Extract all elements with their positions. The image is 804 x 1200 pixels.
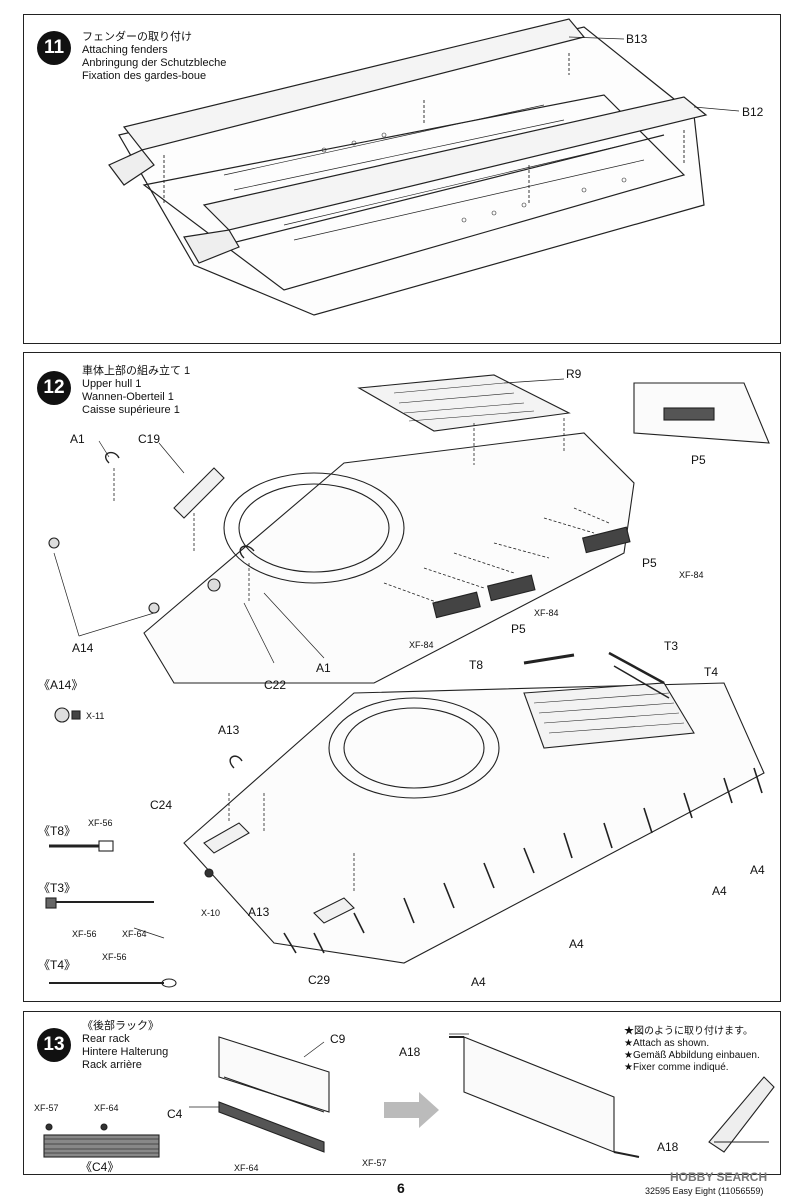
part-label-a1: A1 <box>316 661 331 675</box>
part-label-p5: P5 <box>511 622 526 636</box>
part-label-a1: A1 <box>70 432 85 446</box>
sub-label-t3: 《T3》 <box>38 881 77 895</box>
part-label-p5: P5 <box>642 556 657 570</box>
part-label-c9: C9 <box>330 1032 346 1046</box>
paint-xf84: XF-84 <box>534 608 559 618</box>
title-fr: Fixation des gardes-boue <box>82 70 207 82</box>
part-label-c22: C22 <box>264 678 287 692</box>
part-label-p5-inset: P5 <box>691 453 706 467</box>
part-label-t8: T8 <box>469 658 484 672</box>
sub-label-t4: 《T4》 <box>38 958 77 972</box>
fender-illustration <box>108 18 740 316</box>
page-number: 6 <box>397 1180 405 1196</box>
note-en: ★Attach as shown. <box>624 1038 710 1049</box>
part-label-a4: A4 <box>712 884 727 898</box>
title-jp: フェンダーの取り付け <box>82 31 192 43</box>
paint-x10: X-10 <box>201 908 221 918</box>
part-label-t3: T3 <box>664 639 679 653</box>
paint-xf84: XF-84 <box>409 640 434 650</box>
part-label-a14: A14 <box>72 641 94 655</box>
note-fr: ★Fixer comme indiqué. <box>624 1062 729 1073</box>
sub-label-a14: 《A14》 <box>38 678 84 692</box>
title-de: Anbringung der Schutzbleche <box>82 57 227 69</box>
title-en: Attaching fenders <box>82 44 168 56</box>
title-de: Hintere Halterung <box>82 1046 169 1058</box>
part-label-a18: A18 <box>657 1140 679 1154</box>
step-12-panel: 12 車体上部の組み立て 1 Upper hull 1 Wannen-Obert… <box>23 352 781 1002</box>
paint-x11: X-11 <box>86 711 105 721</box>
title-fr: Caisse supérieure 1 <box>82 404 180 416</box>
part-label-a4: A4 <box>471 975 486 989</box>
title-jp: 車体上部の組み立て 1 <box>82 365 191 377</box>
part-label-c24: C24 <box>150 798 173 812</box>
part-label-c19: C19 <box>138 432 161 446</box>
paint-xf57: XF-57 <box>34 1103 59 1113</box>
step-number-13: 13 <box>37 1028 71 1062</box>
part-label-c4: C4 <box>167 1107 183 1121</box>
title-en: Upper hull 1 <box>82 378 142 390</box>
paint-xf64: XF-64 <box>234 1163 259 1173</box>
sub-label-t8: 《T8》 <box>38 824 77 838</box>
step-13-panel: 13 《後部ラック》 Rear rack Hintere Halterung R… <box>23 1011 781 1175</box>
part-label-b13: B13 <box>626 32 648 46</box>
paint-xf57: XF-57 <box>362 1158 387 1168</box>
title-en: Rear rack <box>82 1033 130 1045</box>
paint-xf56: XF-56 <box>72 929 97 939</box>
kit-code: 32595 Easy Eight (11056559) <box>645 1186 764 1196</box>
step-number-12: 12 <box>37 371 71 405</box>
step-number-11: 11 <box>37 31 71 65</box>
title-jp: 《後部ラック》 <box>82 1020 159 1032</box>
part-label-a13: A13 <box>248 905 270 919</box>
title-fr: Rack arrière <box>82 1059 142 1071</box>
part-label-r9: R9 <box>566 367 582 381</box>
step-11-title: フェンダーの取り付け Attaching fenders Anbringung … <box>82 31 226 83</box>
rear-rack-illustration <box>43 1033 775 1158</box>
part-label-a4: A4 <box>750 863 765 877</box>
part-label-a18: A18 <box>399 1045 421 1059</box>
sub-label-c4: 《C4》 <box>80 1160 120 1174</box>
paint-xf84: XF-84 <box>679 570 704 580</box>
step-13-title: 《後部ラック》 Rear rack Hintere Halterung Rack… <box>82 1020 168 1072</box>
title-de: Wannen-Oberteil 1 <box>82 391 174 403</box>
paint-xf56: XF-56 <box>88 818 113 828</box>
assembly-notes: ★図のように取り付けます。 ★Attach as shown. ★Gemäß A… <box>624 1026 760 1074</box>
paint-xf56: XF-56 <box>102 952 127 962</box>
paint-xf64: XF-64 <box>94 1103 119 1113</box>
note-de: ★Gemäß Abbildung einbauen. <box>624 1050 760 1061</box>
step-12-title: 車体上部の組み立て 1 Upper hull 1 Wannen-Oberteil… <box>82 365 190 417</box>
upper-hull-illustration <box>45 374 770 988</box>
part-label-a13: A13 <box>218 723 240 737</box>
paint-xf64: XF-64 <box>122 929 147 939</box>
step-11-panel: 11 フェンダーの取り付け Attaching fenders Anbringu… <box>23 14 781 344</box>
part-label-b12: B12 <box>742 105 764 119</box>
part-label-a4: A4 <box>569 937 584 951</box>
note-jp: ★図のように取り付けます。 <box>624 1026 753 1037</box>
watermark: HOBBY SEARCH <box>670 1170 768 1184</box>
part-label-c29: C29 <box>308 973 331 987</box>
part-label-t4: T4 <box>704 665 719 679</box>
